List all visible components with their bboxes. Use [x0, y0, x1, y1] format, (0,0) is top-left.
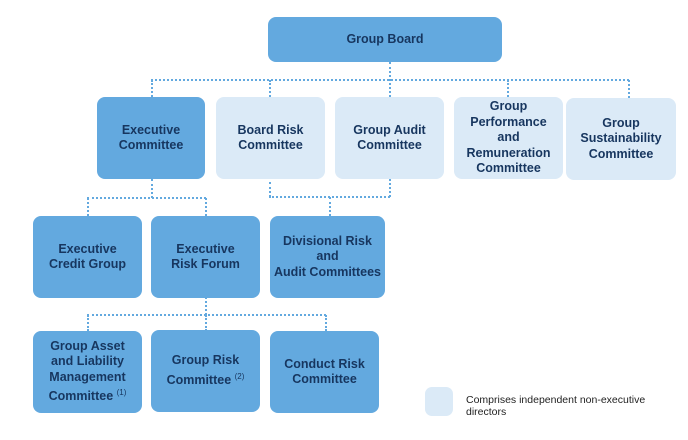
- connector: [87, 197, 206, 199]
- node-executive-committee: Executive Committee: [97, 97, 205, 179]
- footnote-marker: (1): [116, 388, 127, 398]
- connector: [87, 315, 89, 331]
- node-divisional-risk-audit-committees: Divisional Risk and Audit Committees: [270, 216, 385, 298]
- node-group-board: Group Board: [268, 17, 502, 62]
- node-board-risk-committee: Board Risk Committee: [216, 97, 325, 179]
- node-executive-risk-forum: Executive Risk Forum: [151, 216, 260, 298]
- node-executive-credit-group: Executive Credit Group: [33, 216, 142, 298]
- node-conduct-risk-committee: Conduct Risk Committee: [270, 331, 379, 413]
- node-group-alco: Group Asset and Liability Management Com…: [33, 331, 142, 413]
- connector: [151, 179, 153, 198]
- node-group-sustainability-committee: Group Sustainability Committee: [566, 98, 676, 180]
- connector: [205, 315, 207, 331]
- node-label: Group Risk Committee: [166, 353, 240, 388]
- connector: [269, 182, 271, 197]
- connector: [151, 79, 629, 81]
- node-label: Group Asset and Liability Management Com…: [48, 338, 126, 404]
- node-group-performance-remuneration-committee: Group Performance and Remuneration Commi…: [454, 97, 563, 179]
- connector: [87, 198, 89, 216]
- connector: [507, 80, 509, 97]
- connector: [205, 198, 207, 216]
- connector: [205, 297, 207, 315]
- connector: [151, 80, 153, 97]
- footnote-marker: (2): [234, 371, 245, 381]
- node-group-audit-committee: Group Audit Committee: [335, 97, 444, 179]
- connector: [628, 80, 630, 98]
- connector: [329, 197, 331, 216]
- connector: [325, 315, 327, 331]
- legend-label: Comprises independent non-executive dire…: [466, 394, 646, 418]
- connector: [269, 80, 271, 97]
- node-group-risk-committee: Group Risk Committee (2): [151, 330, 260, 412]
- legend-swatch: [425, 387, 453, 416]
- connector: [389, 179, 391, 197]
